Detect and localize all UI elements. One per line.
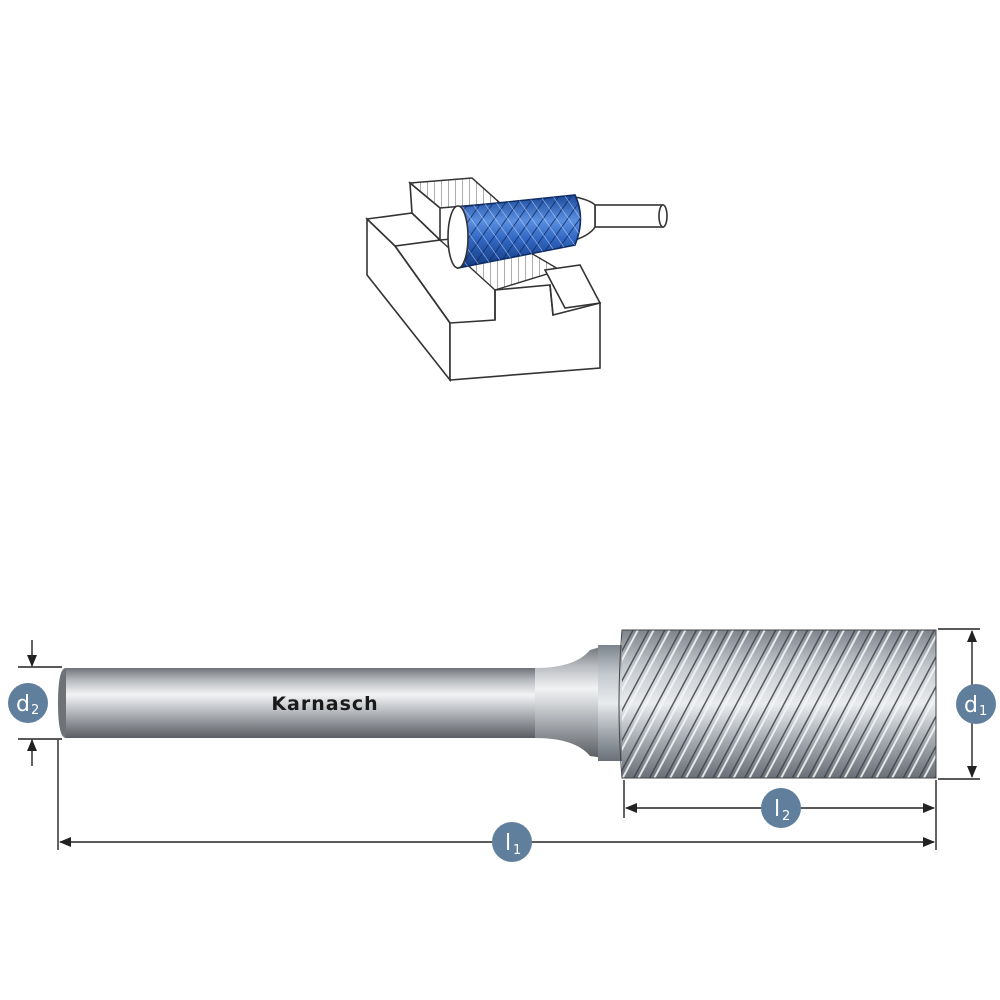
d1-subscript: 1: [979, 704, 987, 719]
dimension-badge-d2: d 2: [8, 683, 48, 723]
dimension-badge-l2: l 2: [761, 788, 801, 828]
l2-letter: l: [774, 797, 780, 822]
milling-slot-in-block-icon: [365, 177, 668, 383]
d1-letter: d: [964, 693, 978, 718]
burr-shank: [58, 645, 624, 761]
l2-subscript: 2: [782, 809, 790, 824]
burr-cutting-head: [618, 629, 937, 779]
shank-icon: [574, 196, 668, 242]
dimension-badge-l1: l 1: [492, 822, 532, 862]
blue-burr-head-icon: [447, 194, 582, 269]
brand-label: Karnasch: [271, 693, 378, 715]
l1-letter: l: [505, 831, 511, 856]
cylindrical-carbide-burr-icon: Karnasch: [58, 629, 937, 779]
d2-letter: d: [16, 692, 30, 717]
dimension-badge-d1: d 1: [956, 684, 996, 724]
l1-subscript: 1: [513, 843, 521, 858]
d2-subscript: 2: [31, 703, 39, 718]
